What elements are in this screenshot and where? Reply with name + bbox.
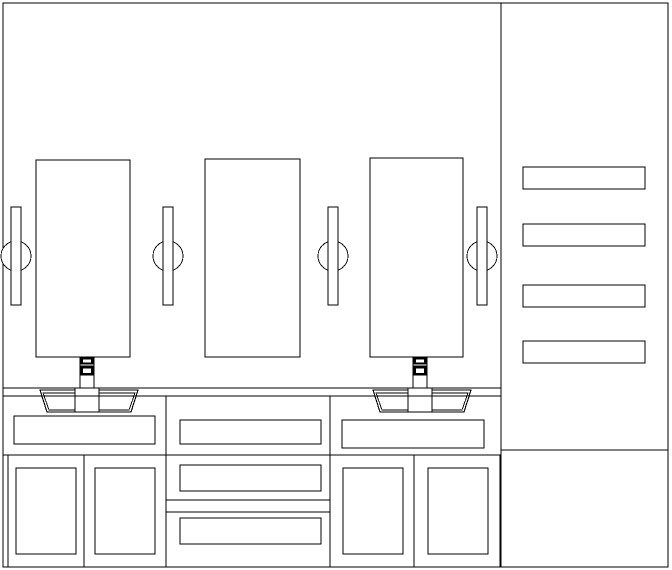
sink-left-basin-inner: [42, 392, 136, 411]
drawer-top-left[interactable]: [13, 415, 156, 445]
sink-right-faucet-cap-slot: [416, 359, 424, 363]
sink-right-basin-inner: [375, 392, 469, 411]
mirror-right: [369, 157, 464, 358]
mirror-left: [35, 159, 131, 358]
towel-bar-4: [522, 340, 646, 364]
sink-right-faucet-pedestal: [407, 387, 433, 413]
door-lower-left-2-panel: [94, 467, 156, 555]
sconces-group: [0, 206, 498, 306]
sink-left-faucet-handle-slot: [83, 368, 91, 373]
mirrors-group: [35, 157, 464, 358]
sconce-2-backplate: [162, 206, 174, 306]
sink-left-faucet-cap-slot: [83, 359, 91, 363]
door-lower-right-1-panel: [342, 467, 404, 555]
sconce-4-backplate: [476, 206, 488, 306]
sconce-3-backplate: [327, 206, 339, 306]
faucet-stems-group: [74, 387, 433, 413]
door-lower-right-2-panel: [427, 467, 489, 555]
door-lower-left-1-panel: [15, 467, 77, 555]
sconce-1-backplate: [10, 206, 22, 306]
sink-left-faucet-pedestal: [74, 387, 100, 413]
vanity-cabinetry-group: [2, 395, 502, 568]
drawer-top-right[interactable]: [341, 419, 485, 449]
sink-right-faucet-handle-slot: [416, 368, 424, 373]
drawer-top-center[interactable]: [179, 419, 322, 445]
towel-bars-group: [522, 166, 646, 364]
door-lower-right-2[interactable]: [413, 454, 501, 568]
drawer-mid-center-1-panel: [179, 464, 322, 492]
towel-bar-3: [522, 284, 646, 308]
door-lower-left-2[interactable]: [83, 454, 167, 568]
drawer-mid-center-2-panel: [179, 517, 322, 545]
towel-bar-1: [522, 166, 646, 190]
mirror-center: [204, 158, 301, 358]
towel-bar-2: [522, 223, 646, 247]
